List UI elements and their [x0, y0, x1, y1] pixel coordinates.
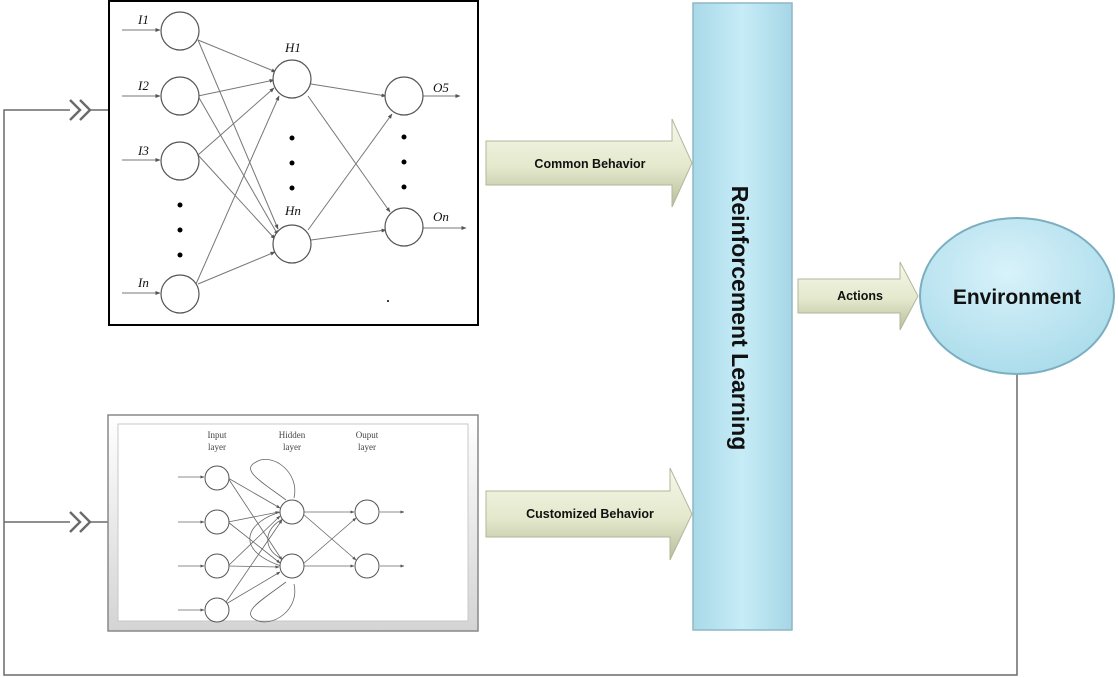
customized-behavior-arrow: Customized Behavior [485, 467, 693, 561]
common-nn-edges [122, 28, 467, 295]
custom-nn-nodes [204, 465, 380, 623]
common-behavior-arrow: Common Behavior [485, 118, 693, 208]
input-label: I3 [137, 143, 149, 158]
customized-behavior-label: Customized Behavior [526, 507, 654, 521]
output-layer-label: Ouput [356, 430, 379, 440]
nn-node [204, 597, 230, 623]
nn-node [272, 59, 312, 99]
common-nn-nodes [160, 11, 424, 314]
hidden-layer-label: layer [283, 442, 301, 452]
output-layer-label: layer [358, 442, 376, 452]
environment-label: Environment [953, 286, 1081, 309]
nn-node [384, 76, 424, 116]
custom-nn-panel: Input layer Hidden layer Ouput layer [107, 414, 479, 632]
environment-node: Environment [919, 217, 1115, 375]
output-label: On [433, 209, 449, 224]
nn-node [272, 224, 312, 264]
nn-node [160, 274, 200, 314]
nn-node [279, 553, 305, 579]
nn-node [204, 553, 230, 579]
input-layer-label: Input [208, 430, 227, 440]
nn-node [204, 465, 230, 491]
nn-node [354, 499, 380, 525]
hidden-label: Hn [284, 203, 301, 218]
nn-node [384, 207, 424, 247]
actions-label: Actions [837, 289, 883, 303]
input-label: I1 [137, 12, 149, 27]
reinforcement-learning-block: Reinforcement Learning [692, 2, 793, 631]
input-label: I2 [137, 78, 149, 93]
double-chevron-icon [69, 99, 92, 121]
actions-arrow: Actions [797, 261, 919, 331]
nn-node [160, 11, 200, 51]
input-layer-label: layer [208, 442, 226, 452]
nn-node [204, 509, 230, 535]
feedback-loop [3, 99, 1018, 676]
output-label: O5 [433, 80, 449, 95]
common-behavior-label: Common Behavior [534, 157, 645, 171]
hidden-layer-label: Hidden [279, 430, 306, 440]
ellipsis-dots [177, 134, 407, 302]
nn-node [160, 76, 200, 116]
common-nn-panel: I1 I2 I3 In H1 Hn O5 On [108, 0, 479, 326]
custom-nn-edges [178, 459, 405, 623]
nn-node [279, 499, 305, 525]
double-chevron-icon [69, 511, 92, 533]
hidden-label: H1 [284, 40, 301, 55]
reinforcement-learning-label: Reinforcement Learning [727, 186, 753, 451]
nn-node [354, 553, 380, 579]
input-label: In [137, 275, 149, 290]
feedback-line-top [3, 109, 1018, 676]
nn-node [160, 141, 200, 181]
